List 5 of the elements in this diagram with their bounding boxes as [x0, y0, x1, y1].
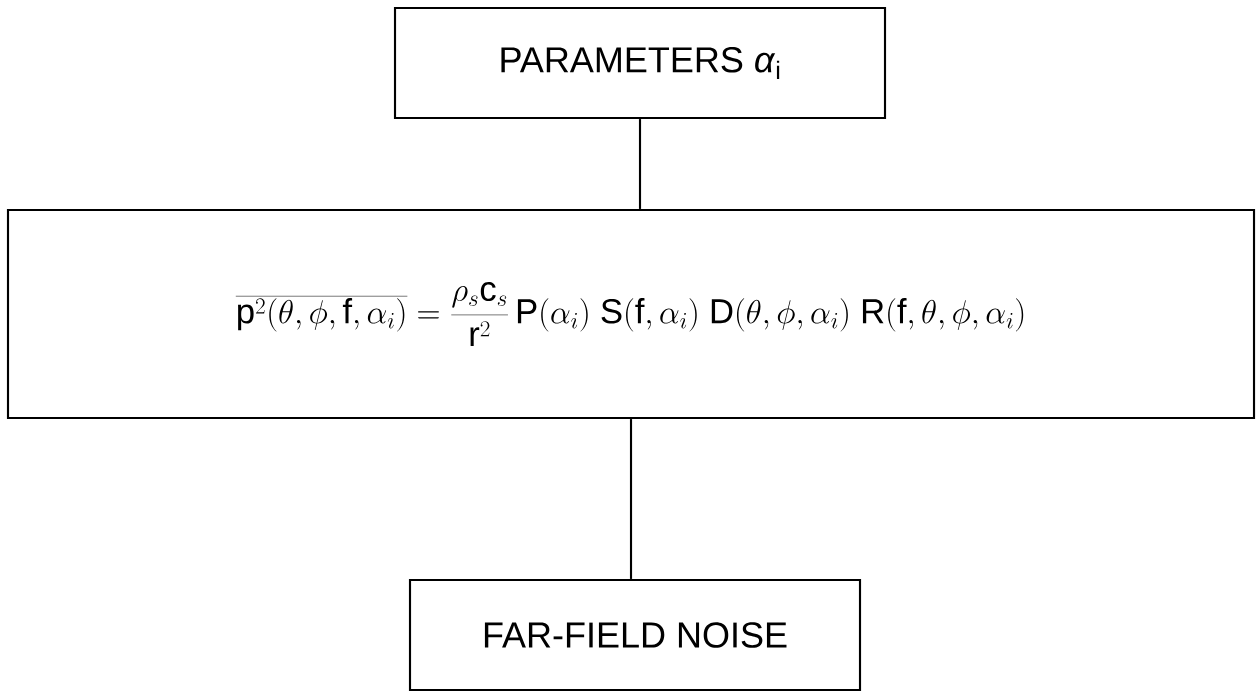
connector-line: [638, 119, 642, 209]
process-box: FAR-FIELD NOISE: [408, 578, 862, 692]
equation-box: $\overline{\mathsf{p}^2(\theta,\phi,\mathsf{f},\alpha_i)} = \frac{\rho_s \mathsf{c}_s}{\mathsf{r}^2}\, \mathsf{P}(\alpha_i)\; \mathsf{S}(\mathsf{f},\alpha_i)\; \mathsf{D}(\theta,\phi,\alpha_i)\; \mathsf{R}(\mathsf{f},\theta,\phi,\alpha_i)$: [6, 208, 1256, 420]
connector-line: [629, 419, 633, 579]
process-box: PARAMETERS α$_{i}$: [393, 6, 887, 120]
